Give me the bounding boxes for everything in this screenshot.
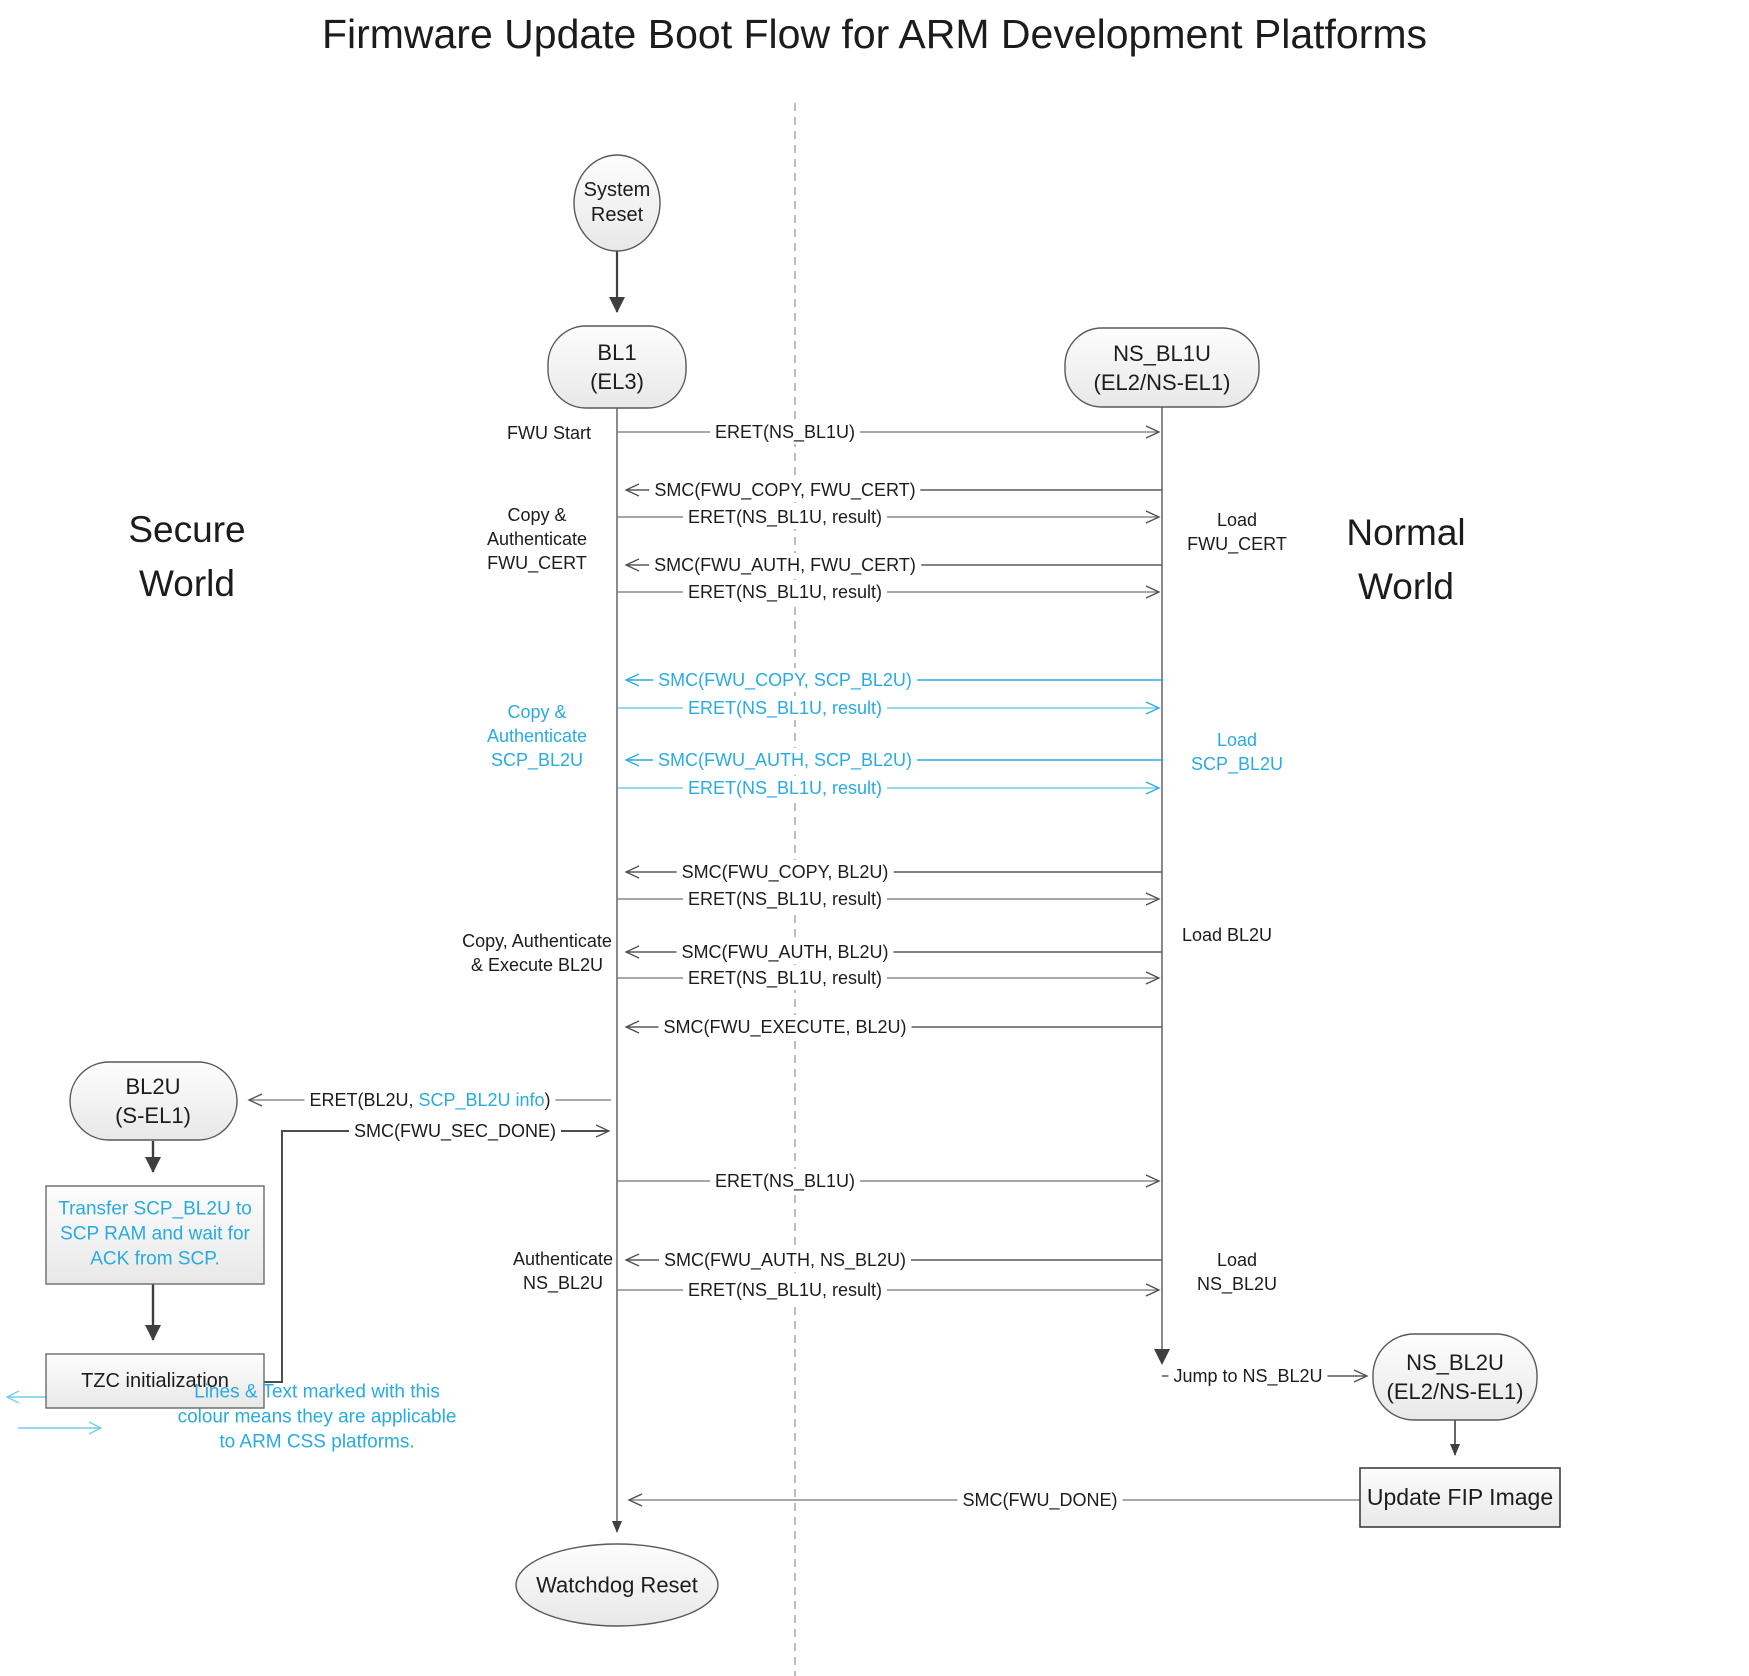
tzc-init-label: TZC initialization	[81, 1370, 229, 1392]
message-label: ERET(NS_BL1U, result)	[682, 505, 888, 529]
update-fip-label: Update FIP Image	[1366, 1484, 1554, 1510]
message-label: ERET(NS_BL1U, result)	[682, 776, 888, 800]
eret-bl2u-highlight: SCP_BL2U info	[418, 1090, 545, 1110]
bl2u-name: BL2U	[125, 1074, 181, 1099]
eret-bl2u-label: ERET(BL2U, SCP_BL2U info)	[304, 1088, 556, 1112]
normal-world-label: Normal World	[1346, 512, 1466, 607]
legend-text: Lines & Text marked with this colour mea…	[177, 1381, 457, 1453]
copy-auth-fwu-cert-label: Copy & Authenticate FWU_CERT	[486, 505, 588, 573]
message-label: SMC(FWU_AUTH, NS_BL2U)	[658, 1248, 912, 1272]
ns-bl1u-node	[1064, 327, 1260, 408]
transfer-scp-box	[45, 1185, 265, 1285]
fwu-start-label: FWU Start	[507, 423, 591, 443]
message-label: ERET(NS_BL1U, result)	[682, 887, 888, 911]
message-label: SMC(FWU_COPY, FWU_CERT)	[649, 478, 921, 502]
watchdog-reset-node	[515, 1543, 719, 1627]
ns-bl1u-label: NS_BL1U (EL2/NS-EL1)	[1094, 339, 1231, 397]
ns-bl2u-name: NS_BL2U	[1406, 1350, 1504, 1375]
copy-auth-exec-bl2u-label: Copy, Authenticate & Execute BL2U	[462, 931, 612, 975]
bl2u-el: (S-EL1)	[115, 1103, 191, 1128]
jump-to-ns-bl2u-label: Jump to NS_BL2U	[1168, 1364, 1328, 1388]
diagram-title: Firmware Update Boot Flow for ARM Develo…	[321, 11, 1428, 57]
message-label: SMC(FWU_AUTH, BL2U)	[676, 940, 894, 964]
message-label: ERET(NS_BL1U, result)	[682, 1278, 888, 1302]
ns-bl2u-label: NS_BL2U (EL2/NS-EL1)	[1387, 1348, 1524, 1406]
ns-bl1u-name: NS_BL1U	[1113, 341, 1211, 366]
update-fip-box	[1359, 1467, 1561, 1528]
bl2u-label: BL2U (S-EL1)	[115, 1072, 191, 1130]
message-label: ERET(NS_BL1U)	[709, 420, 861, 444]
ns-bl1u-el: (EL2/NS-EL1)	[1093, 370, 1231, 395]
system-reset-node	[573, 154, 661, 252]
watchdog-reset-label: Watchdog Reset	[536, 1572, 698, 1598]
message-label: SMC(FWU_AUTH, SCP_BL2U)	[652, 748, 918, 772]
copy-auth-scp-bl2u-label: Copy & Authenticate SCP_BL2U	[486, 702, 588, 770]
secure-world-label: Secure World	[128, 509, 246, 604]
eret-bl2u-suffix: )	[544, 1090, 551, 1110]
message-label: ERET(NS_BL1U)	[709, 1169, 861, 1193]
eret-bl2u-prefix: ERET(BL2U,	[309, 1090, 419, 1110]
ns-bl2u-el: (EL2/NS-EL1)	[1386, 1379, 1524, 1404]
smc-fwu-sec-done-label: SMC(FWU_SEC_DONE)	[348, 1119, 562, 1143]
message-label: ERET(NS_BL1U, result)	[682, 966, 888, 990]
bl1-node	[547, 325, 687, 409]
message-label: SMC(FWU_COPY, BL2U)	[676, 860, 894, 884]
message-label: SMC(FWU_COPY, SCP_BL2U)	[653, 668, 917, 692]
bl2u-node	[69, 1061, 238, 1141]
ns-bl2u-node	[1372, 1333, 1538, 1421]
transfer-scp-label: Transfer SCP_BL2U to SCP RAM and wait fo…	[58, 1198, 252, 1270]
message-label: ERET(NS_BL1U, result)	[682, 580, 888, 604]
message-label: ERET(NS_BL1U, result)	[682, 696, 888, 720]
load-ns-bl2u-label: Load NS_BL2U	[1196, 1250, 1278, 1294]
load-fwu-cert-label: Load FWU_CERT	[1187, 510, 1287, 554]
bl1-name: BL1	[597, 340, 637, 365]
message-label: SMC(FWU_EXECUTE, BL2U)	[658, 1015, 912, 1039]
tzc-init-box	[45, 1353, 265, 1409]
message-label: SMC(FWU_AUTH, FWU_CERT)	[649, 553, 921, 577]
smc-fwu-done-label: SMC(FWU_DONE)	[957, 1488, 1123, 1512]
load-scp-bl2u-label: Load SCP_BL2U	[1190, 730, 1284, 774]
bl1-el: (EL3)	[590, 369, 644, 394]
load-bl2u-label: Load BL2U	[1181, 925, 1273, 945]
system-reset-label: System Reset	[583, 179, 651, 226]
bl1-label: BL1 (EL3)	[590, 338, 644, 396]
auth-ns-bl2u-label: Authenticate NS_BL2U	[512, 1249, 614, 1293]
